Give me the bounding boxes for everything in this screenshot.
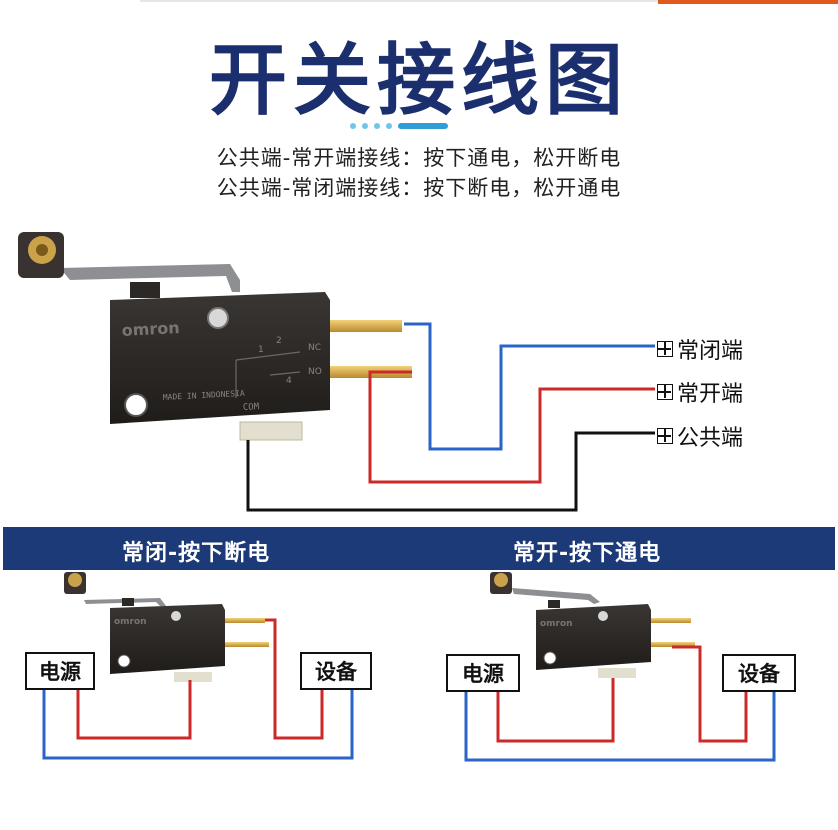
switch-body <box>110 292 330 424</box>
pin1-mark: 1 <box>258 345 264 355</box>
no-terminal-label: 常开端 <box>657 376 743 408</box>
left-red-wire-power <box>76 680 192 740</box>
small-switch-right: omron <box>490 572 695 678</box>
plunger <box>130 282 160 298</box>
right-device-box: 设备 <box>722 654 796 692</box>
nc-mark: NC <box>308 343 321 353</box>
decorative-dots <box>350 123 450 131</box>
com-wire <box>246 431 655 512</box>
left-red-wire-device <box>265 618 324 740</box>
left-device-box: 设备 <box>300 652 372 690</box>
nc-terminal-text: 常闭端 <box>677 339 744 364</box>
right-power-box: 电源 <box>446 654 520 692</box>
top-divider <box>140 0 658 2</box>
brand-label-left: omron <box>114 617 147 627</box>
mode-banner <box>3 527 835 570</box>
page-title: 开关接线图 <box>208 36 629 126</box>
com-terminal-text: 公共端 <box>677 426 744 451</box>
no-wire <box>368 370 655 484</box>
nc-terminal-label: 常闭端 <box>657 333 743 365</box>
small-switch-left: omron <box>64 572 269 682</box>
com-pin <box>239 421 303 441</box>
nc-wire <box>404 322 655 451</box>
no-terminal-text: 常开端 <box>677 382 744 407</box>
right-panel-heading: 常开-按下通电 <box>513 541 662 566</box>
large-microswitch: omron MADE IN INDONESIA COM NC NO 2 1 4 <box>18 232 412 441</box>
mount-hole-bottom <box>124 393 148 417</box>
top-accent-bar <box>658 0 838 4</box>
right-blue-wire <box>464 692 776 762</box>
description-line-2: 公共端-常闭端接线：按下断电，松开通电 <box>216 176 622 200</box>
com-terminal-label: 公共端 <box>657 420 743 452</box>
lever-arm <box>60 264 240 292</box>
mount-hole-top <box>207 307 229 329</box>
description-line-1: 公共端-常开端接线：按下通电，松开断电 <box>216 146 622 170</box>
no-mark: NO <box>308 367 322 377</box>
internal-schematic <box>235 351 301 398</box>
terminal-box-icon <box>657 341 673 357</box>
pin2-mark: 2 <box>276 336 282 346</box>
left-power-box: 电源 <box>25 652 95 690</box>
brand-label: omron <box>121 318 180 340</box>
right-red-wire-device <box>672 645 748 743</box>
pin4-mark: 4 <box>286 376 292 386</box>
right-red-wire-power <box>496 678 615 743</box>
made-in-label: MADE IN INDONESIA <box>163 389 245 402</box>
brand-label-right: omron <box>540 619 573 629</box>
left-blue-wire <box>42 690 354 760</box>
terminal-box-icon <box>657 384 673 400</box>
com-mark: COM <box>243 402 260 413</box>
left-panel-heading: 常闭-按下断电 <box>122 541 271 566</box>
terminal-box-icon <box>657 428 673 444</box>
nc-pin <box>330 320 402 332</box>
